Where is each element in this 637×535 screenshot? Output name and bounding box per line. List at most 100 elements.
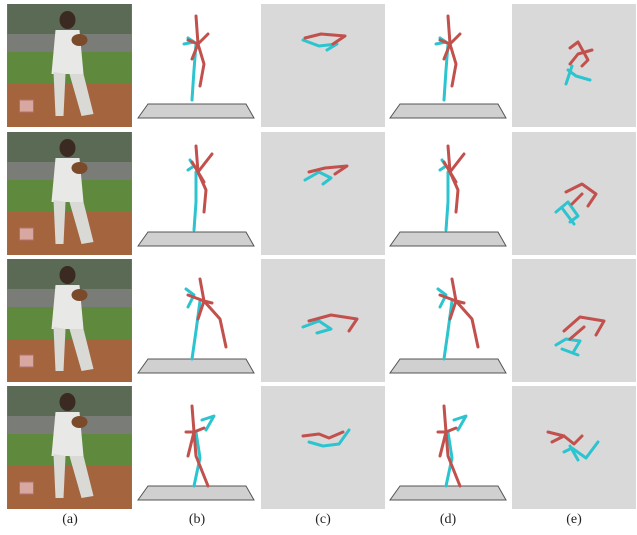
panel-graphic <box>303 164 349 186</box>
skeleton-cyan-limb <box>301 319 333 335</box>
skeleton-cyan-limb <box>303 170 333 186</box>
skeleton-red-limb <box>190 42 200 61</box>
panel-r2-c <box>261 132 385 255</box>
caption-b: (b) <box>188 512 206 527</box>
skeleton-red-limb <box>550 434 566 444</box>
skeleton-cyan-limb <box>190 299 202 361</box>
panel-r4-a <box>7 386 132 509</box>
skeleton-cyan-limb <box>564 64 574 86</box>
pitcher-figure <box>51 11 94 116</box>
watermark-icon <box>19 227 34 241</box>
panel-graphic <box>7 4 132 127</box>
skeleton-red-limb <box>564 182 598 208</box>
floor-plane <box>389 485 507 501</box>
floor-plane <box>137 231 255 247</box>
skeleton-red-limb <box>562 315 606 337</box>
skeleton-cyan-limb <box>452 414 468 432</box>
panel-graphic <box>564 40 594 86</box>
caption-e: (e) <box>566 512 582 527</box>
panel-graphic <box>389 404 507 501</box>
panel-r2-d <box>386 132 510 255</box>
skeleton-cyan-limb <box>200 414 216 432</box>
panel-r4-b <box>134 386 258 509</box>
panel-graphic <box>301 313 359 335</box>
skeleton-cyan-limb <box>560 347 580 357</box>
panel-r3-c <box>261 259 385 382</box>
floor-plane <box>137 358 255 374</box>
skeleton-red-limb <box>303 32 347 46</box>
pitcher-figure <box>51 139 94 244</box>
panel-r3-e <box>512 259 636 382</box>
watermark-icon <box>19 354 34 368</box>
skeleton-cyan-limb <box>442 299 454 361</box>
panel-graphic <box>546 430 600 462</box>
panel-r3-a <box>7 259 132 382</box>
skeleton-red-limb <box>190 152 214 174</box>
floor-plane <box>137 485 255 501</box>
panel-graphic <box>7 259 132 382</box>
panel-graphic <box>7 386 132 509</box>
floor-plane <box>137 103 255 119</box>
skeleton-red-limb <box>442 42 452 61</box>
skeleton-red-limb <box>198 277 228 349</box>
skeleton-cyan-limb <box>301 38 339 52</box>
panel-graphic <box>389 14 507 119</box>
skeleton-red-limb <box>196 170 206 184</box>
floor-plane <box>389 358 507 374</box>
skeleton-red-limb <box>438 430 448 458</box>
skeleton-red-limb <box>450 277 480 349</box>
pitcher-figure <box>51 266 94 371</box>
skeleton-cyan-limb <box>192 430 202 488</box>
panel-graphic <box>137 277 255 374</box>
panel-r1-d <box>386 4 510 127</box>
watermark-icon <box>19 481 34 495</box>
panel-graphic <box>137 404 255 501</box>
panel-graphic <box>7 132 132 255</box>
panel-graphic <box>137 144 255 247</box>
caption-d: (d) <box>439 512 457 527</box>
watermark-icon <box>19 99 34 113</box>
skeleton-red-limb <box>186 430 196 458</box>
skeleton-cyan-limb <box>307 428 351 448</box>
panel-r1-c <box>261 4 385 127</box>
panel-r2-a <box>7 132 132 255</box>
caption-a: (a) <box>62 512 78 527</box>
skeleton-red-limb <box>307 313 359 333</box>
skeleton-red-limb <box>442 404 462 488</box>
panel-graphic <box>389 144 507 247</box>
panel-r4-e <box>512 386 636 509</box>
panel-r4-d <box>386 386 510 509</box>
skeleton-cyan-limb <box>444 430 454 488</box>
skeleton-cyan-limb <box>560 206 576 226</box>
panel-graphic <box>554 182 598 226</box>
panel-graphic <box>137 14 255 119</box>
skeleton-cyan-limb <box>554 337 582 353</box>
floor-plane <box>389 231 507 247</box>
panel-r1-b <box>134 4 258 127</box>
skeleton-red-limb <box>570 192 584 206</box>
panel-graphic <box>301 428 351 448</box>
floor-plane <box>389 103 507 119</box>
panel-r3-d <box>386 259 510 382</box>
panel-graphic <box>389 277 507 374</box>
caption-c: (c) <box>315 512 331 527</box>
skeleton-red-limb <box>568 325 586 341</box>
skeleton-red-limb <box>448 170 458 184</box>
skeleton-red-limb <box>190 404 210 488</box>
skeleton-red-limb <box>307 164 349 176</box>
skeleton-cyan-limb <box>192 170 198 232</box>
skeleton-red-limb <box>301 430 345 440</box>
skeleton-cyan-limb <box>562 440 600 460</box>
skeleton-red-limb <box>442 152 466 174</box>
skeleton-red-limb <box>194 14 206 88</box>
skeleton-red-limb <box>196 299 206 321</box>
panel-graphic <box>301 32 347 52</box>
panel-r1-a <box>7 4 132 127</box>
skeleton-cyan-limb <box>436 287 448 309</box>
panel-r2-e <box>512 132 636 255</box>
pitcher-figure <box>51 393 94 498</box>
panel-graphic <box>554 315 606 357</box>
skeleton-red-limb <box>448 299 458 321</box>
skeleton-red-limb <box>446 14 458 88</box>
skeleton-red-limb <box>568 40 590 68</box>
